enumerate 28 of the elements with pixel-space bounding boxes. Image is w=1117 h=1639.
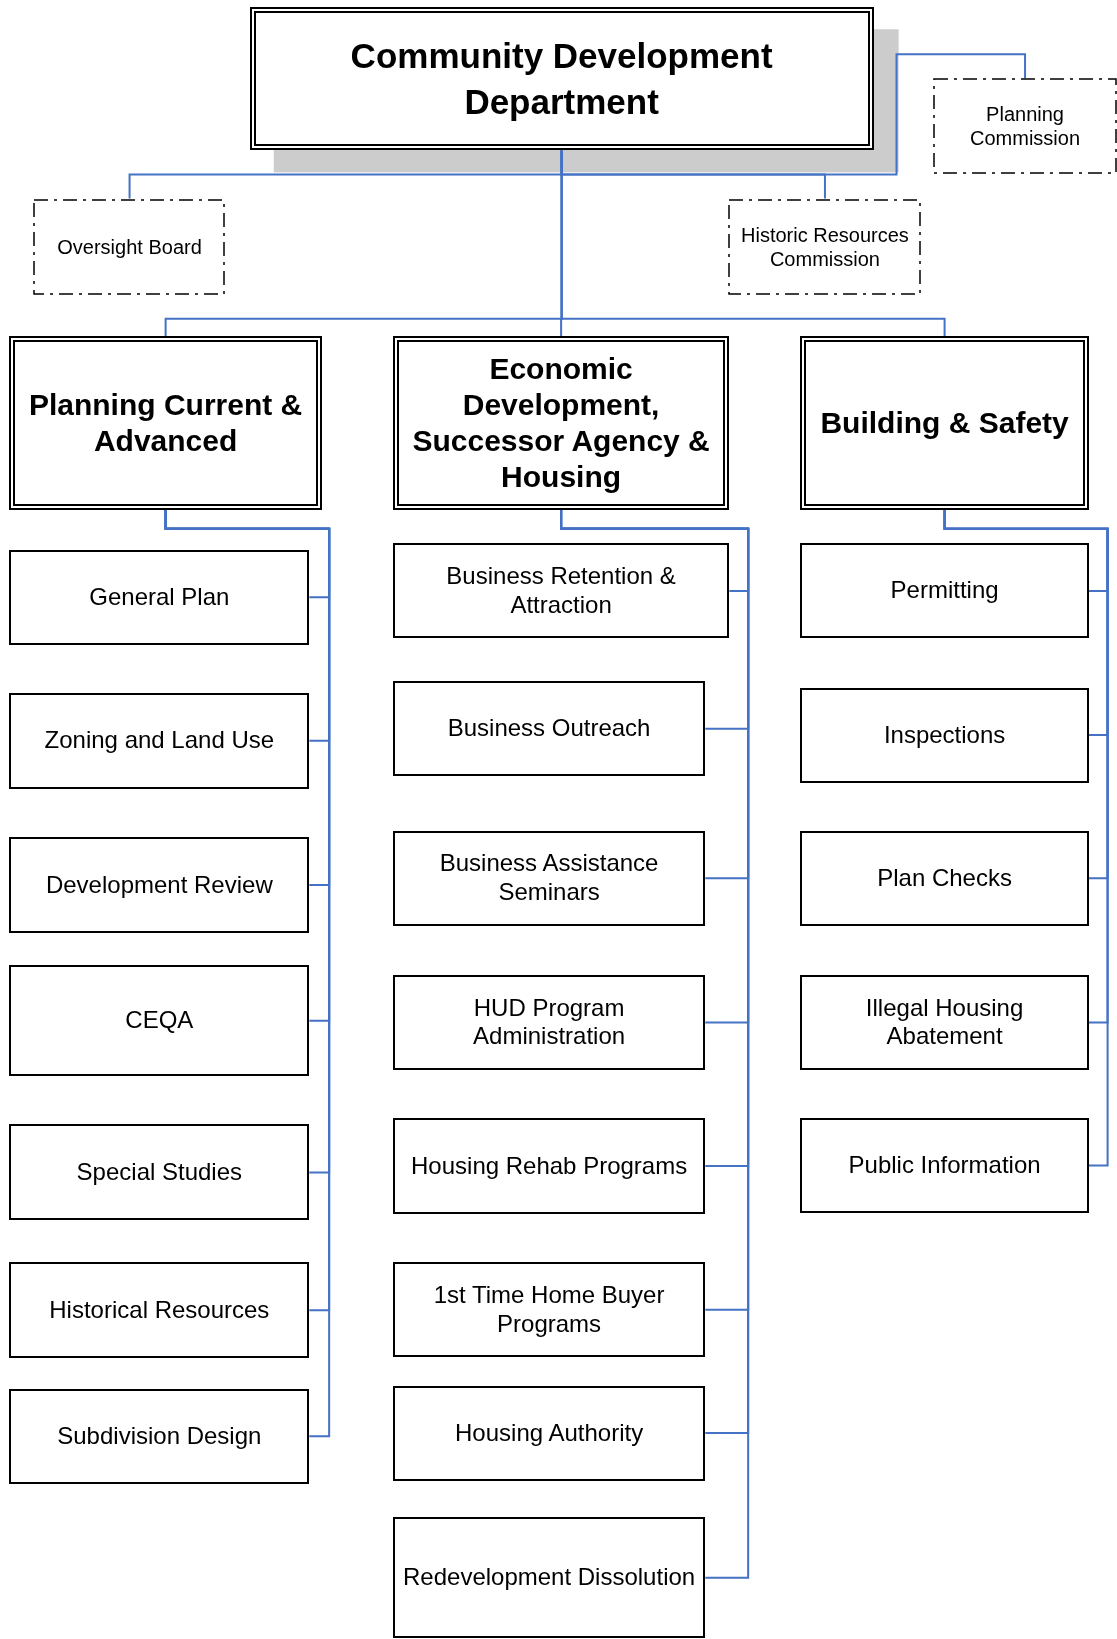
program-box: Inspections xyxy=(800,687,1089,783)
program-box: Housing Rehab Programs xyxy=(392,1118,706,1215)
program-box: Subdivision Design xyxy=(9,1388,310,1484)
program-box: 1st Time Home Buyer Programs xyxy=(392,1262,706,1358)
commission-box: Historic Resources Commission xyxy=(728,198,922,295)
program-box: Business Assistance Seminars xyxy=(392,830,706,926)
department-box: Community Development Department xyxy=(249,7,874,151)
program-box: Public Information xyxy=(800,1118,1089,1214)
division-box: Economic Development, Successor Agency & Housing xyxy=(392,336,730,510)
commission-box: Planning Commission xyxy=(933,78,1117,175)
division-box: Building & Safety xyxy=(800,336,1089,510)
connector-line xyxy=(943,508,1109,1167)
program-box: Housing Authority xyxy=(392,1385,706,1481)
program-box: Illegal Housing Abatement xyxy=(800,974,1089,1070)
program-box: Business Outreach xyxy=(392,681,706,777)
program-box: Permitting xyxy=(800,543,1089,639)
program-box: Zoning and Land Use xyxy=(9,692,310,789)
division-box: Planning Current & Advanced xyxy=(9,336,322,510)
program-box: CEQA xyxy=(9,965,310,1077)
program-box: Redevelopment Dissolution xyxy=(392,1517,706,1639)
program-box: Business Retention & Attraction xyxy=(392,543,730,639)
program-box: Plan Checks xyxy=(800,830,1089,926)
commission-box: Oversight Board xyxy=(33,198,226,295)
program-box: HUD Program Administration xyxy=(392,974,706,1070)
program-box: Special Studies xyxy=(9,1124,310,1221)
program-box: Development Review xyxy=(9,836,310,934)
program-box: General Plan xyxy=(9,549,310,645)
program-box: Historical Resources xyxy=(9,1262,310,1359)
